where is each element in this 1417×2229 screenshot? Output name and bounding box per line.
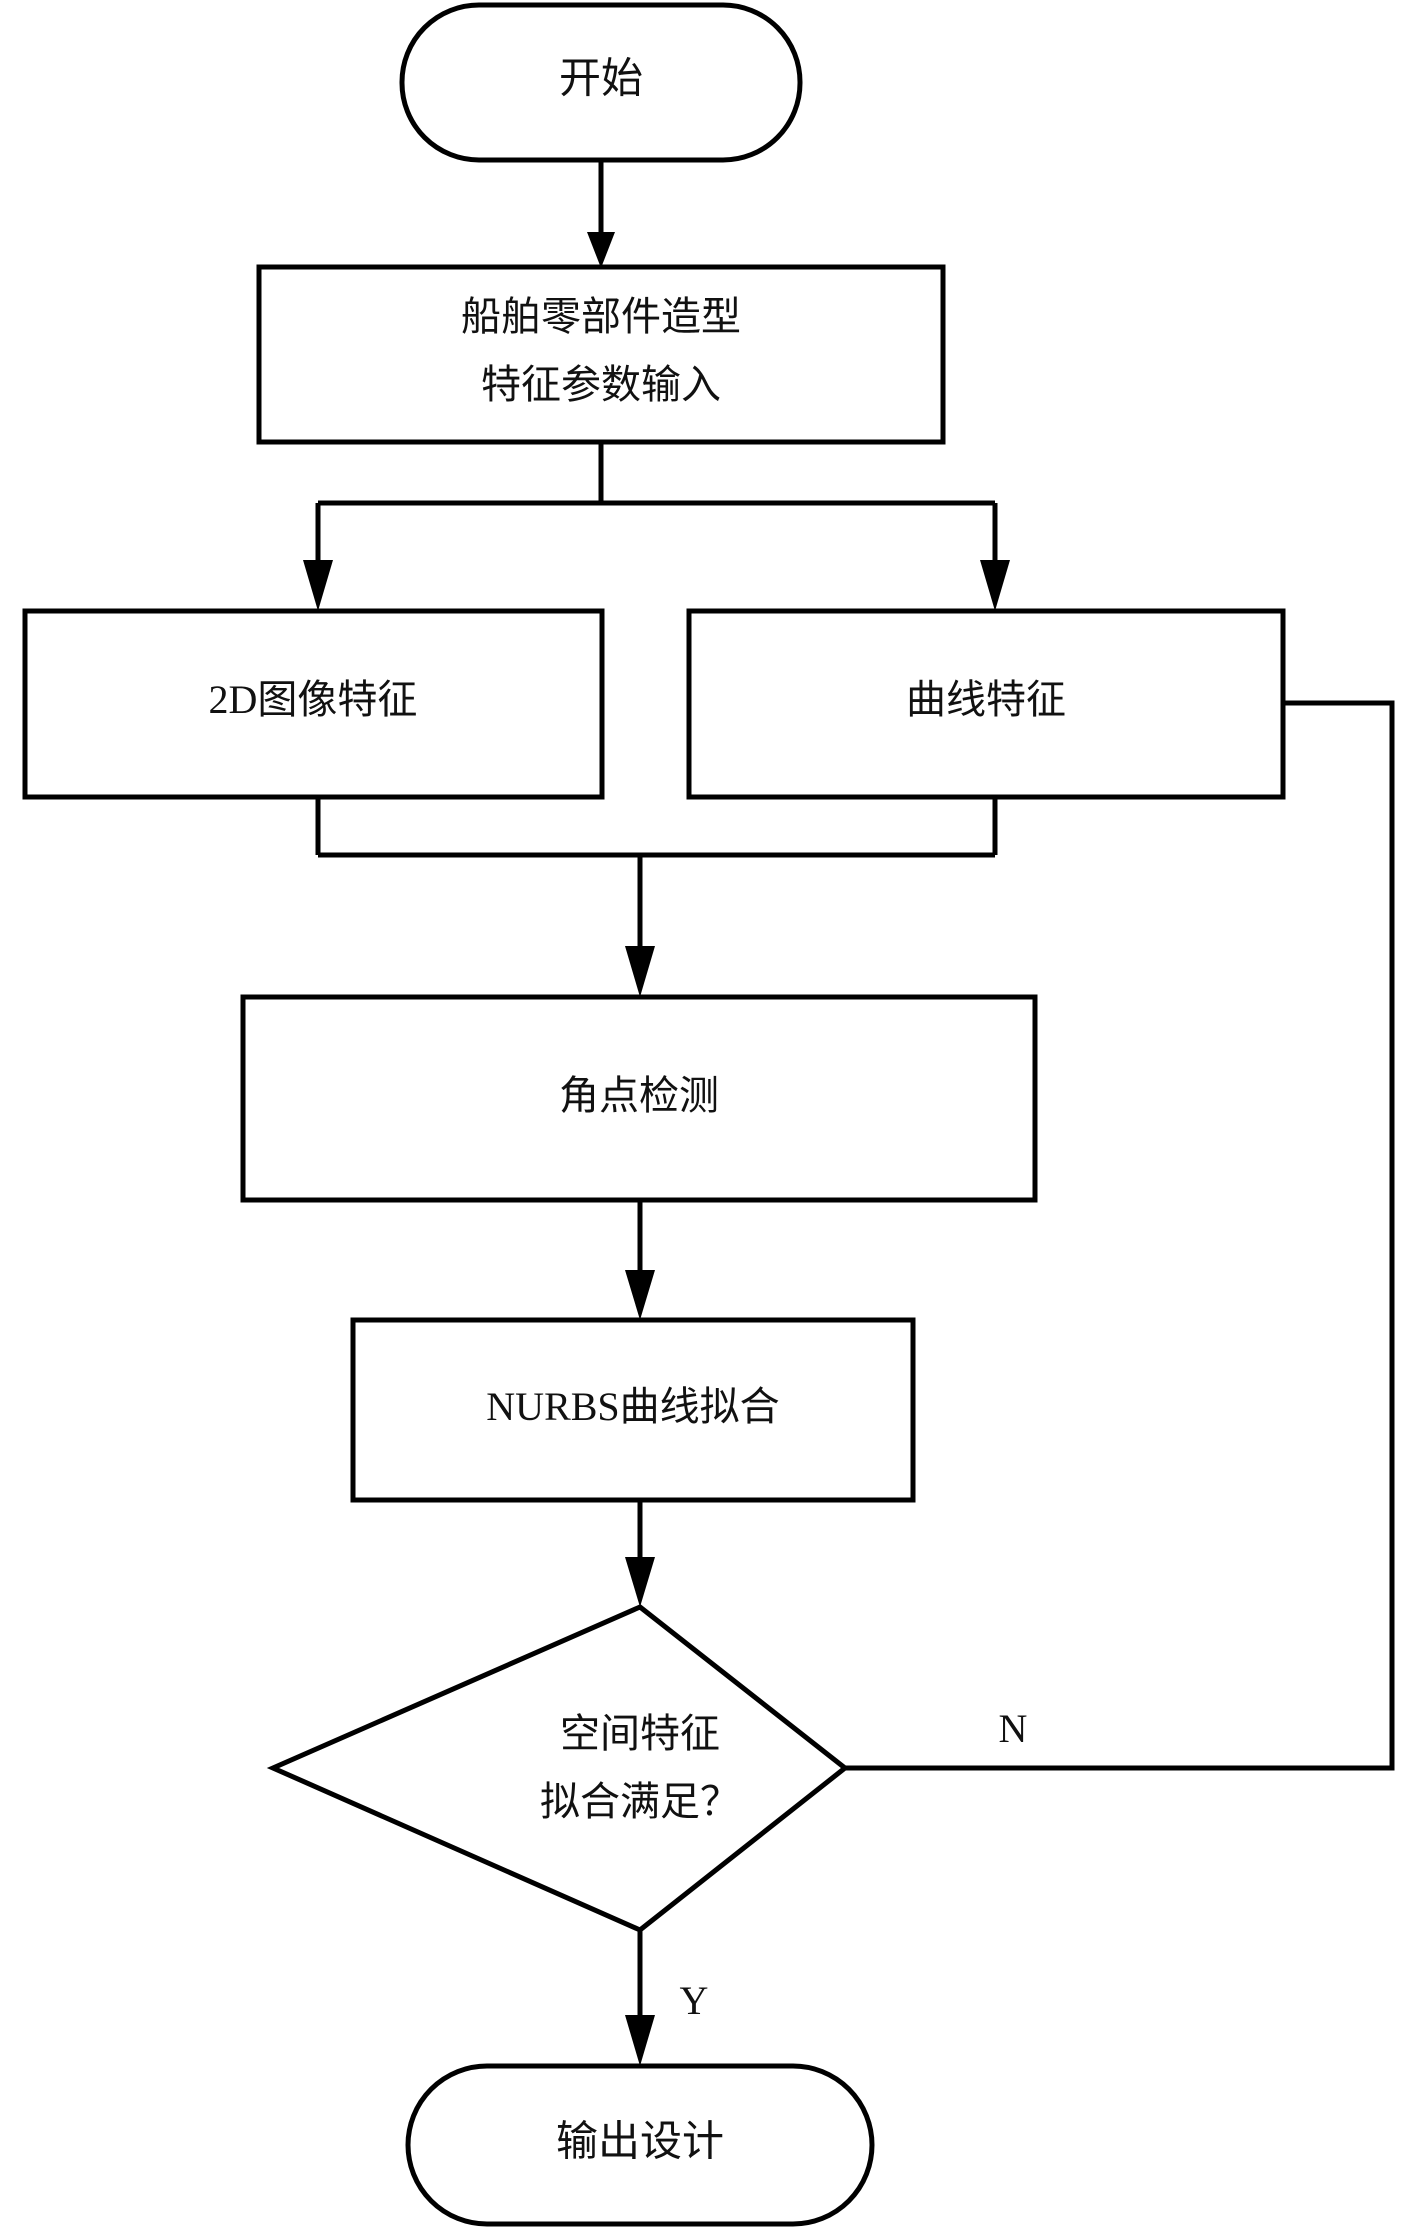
edge-features-to-corner-detect [315,797,998,997]
edge-decision-no-feedback [845,700,1395,1771]
node-curve-feature-label: 曲线特征 [906,677,1066,722]
node-nurbs-fit[interactable]: NURBS曲线拟合 [350,1317,916,1503]
node-start-label: 开始 [559,57,643,103]
edge-nurbs-to-decision [625,1500,655,1607]
node-image-feature-label: 2D图像特征 [209,677,418,722]
node-corner-detect-label: 角点检测 [559,1073,719,1118]
node-input[interactable]: 船舶零部件造型 特征参数输入 [256,264,946,445]
edge-corner-detect-to-nurbs [625,1200,655,1320]
edge-start-to-input [587,160,615,268]
node-corner-detect[interactable]: 角点检测 [240,994,1038,1203]
node-start[interactable]: 开始 [399,2,803,163]
node-output-label: 输出设计 [556,2120,724,2166]
node-output[interactable]: 输出设计 [405,2063,875,2227]
node-curve-feature[interactable]: 曲线特征 [686,608,1286,800]
node-decision[interactable]: 空间特征 拟合满足？ [266,1604,850,1933]
node-image-feature[interactable]: 2D图像特征 [22,608,605,800]
node-input-label-line2: 特征参数输入 [481,362,721,407]
node-decision-shape [266,1604,850,1933]
node-input-label-line1: 船舶零部件造型 [461,294,741,339]
edge-label-yes: Y [680,1978,709,2023]
node-decision-label-line2: 拟合满足？ [540,1779,740,1824]
edge-label-no: N [999,1706,1028,1751]
edge-decision-yes-to-output [625,1930,655,2066]
node-nurbs-fit-label: NURBS曲线拟合 [486,1384,779,1429]
edge-input-to-split [303,442,1010,611]
node-decision-label-line1: 空间特征 [560,1711,720,1756]
